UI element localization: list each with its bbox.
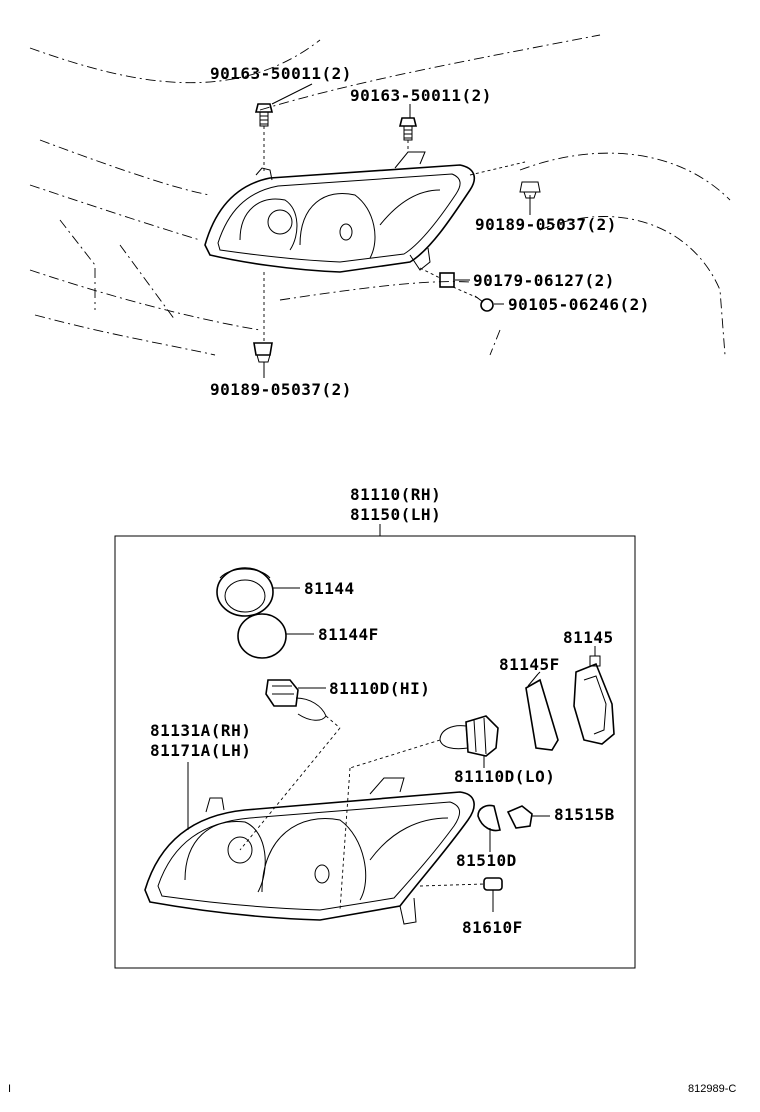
side-marker-socket (506, 805, 550, 829)
nut-clip (419, 267, 455, 288)
side-marker-bulb (477, 804, 501, 852)
vehicle-body-outline (29, 34, 731, 356)
callout-bulb-lo: 81110D(LO) (454, 767, 555, 786)
lens-cover (573, 648, 615, 745)
callout-clip-lower-left: 90189-05037(2) (210, 380, 352, 399)
lens-cover-gasket (525, 673, 559, 751)
position-bulb (419, 877, 503, 912)
clip-upper-right (469, 161, 541, 199)
callout-nut-clip: 90179-06127(2) (473, 271, 615, 290)
callout-bolt-upper-right: 90163-50011(2) (350, 86, 492, 105)
bolt-upper-right (398, 117, 418, 152)
bulb-lo (349, 715, 499, 769)
callout-clip-upper-right: 90189-05037(2) (475, 215, 617, 234)
callout-position-bulb: 81610F (462, 918, 523, 937)
callout-housing-rh: 81131A(RH) (150, 721, 251, 740)
corner-mark: I (8, 1083, 11, 1095)
clip-lower-left (253, 272, 273, 363)
upper-leader-lines (263, 83, 531, 378)
callout-bolt-upper-left: 90163-50011(2) (210, 64, 352, 83)
headlamp-housing (144, 727, 475, 925)
socket-cover (216, 567, 300, 617)
assembly-label-lh: 81150(LH) (350, 505, 441, 524)
upper-headlamp-illustration (204, 151, 476, 273)
callout-side-marker-bulb: 81510D (456, 851, 517, 870)
callout-lens-cover: 81145 (563, 628, 614, 647)
assembly-frame (114, 535, 636, 969)
callout-screw: 90105-06246(2) (508, 295, 650, 314)
assembly-label-rh: 81110(RH) (350, 485, 441, 504)
callout-side-marker-socket: 81515B (554, 805, 615, 824)
socket-cover-gasket (237, 613, 314, 659)
callout-housing-lh: 81171A(LH) (150, 741, 251, 760)
bolt-upper-left (254, 103, 274, 172)
screw (452, 286, 494, 312)
lower-leader-lines (537, 646, 596, 675)
callout-lens-cover-gasket: 81145F (499, 655, 560, 674)
callout-bulb-hi: 81110D(HI) (329, 679, 430, 698)
illustration-id: 812989-C (688, 1083, 736, 1095)
callout-socket-cover: 81144 (304, 579, 355, 598)
bulb-hi (265, 679, 341, 729)
callout-socket-cover-gasket: 81144F (318, 625, 379, 644)
